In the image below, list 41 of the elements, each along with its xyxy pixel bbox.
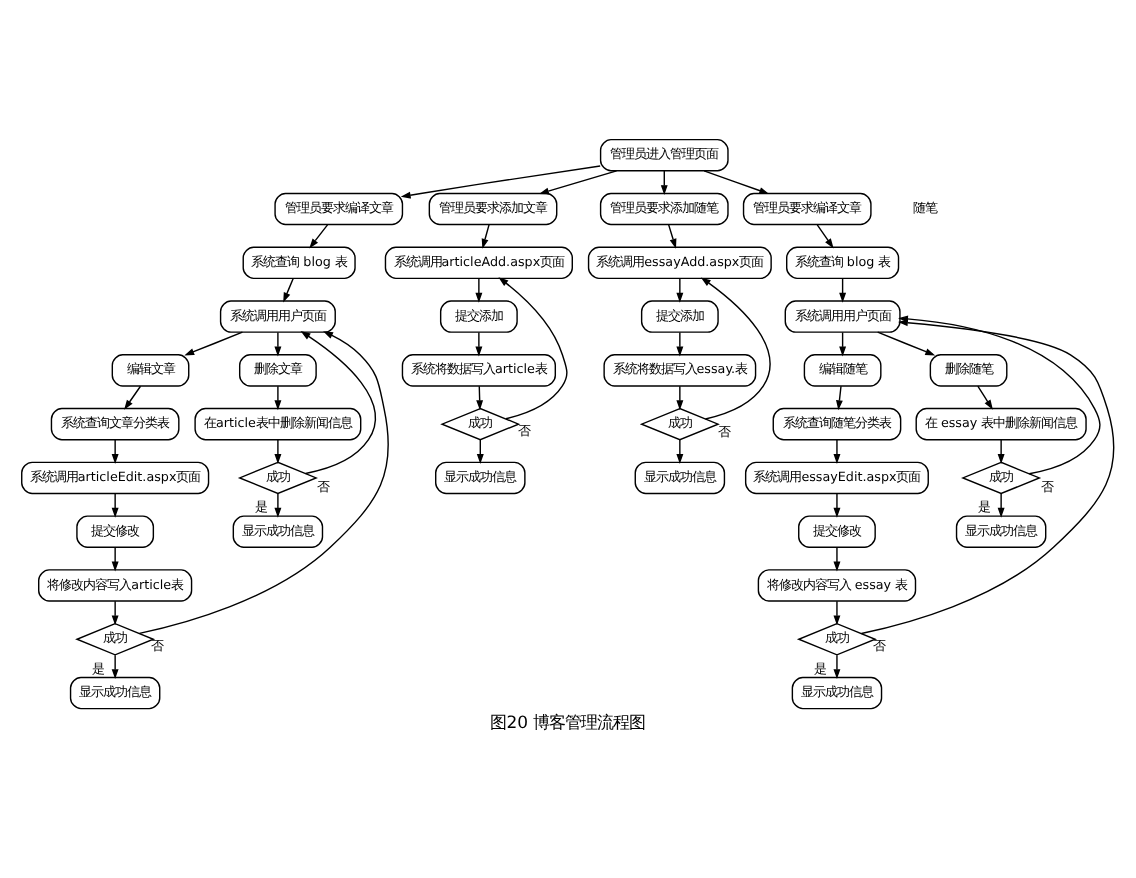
arrow [833,493,841,518]
arrow [836,385,843,411]
arrow [300,331,376,475]
arrow [676,331,684,357]
arrow [816,224,834,249]
arrow [111,493,119,518]
arrow [668,224,677,249]
arrow [475,331,483,357]
arrow [676,277,684,303]
arrow [111,546,119,572]
arrow [274,385,282,411]
arrow [274,493,282,518]
arrow [481,224,490,249]
arrow [274,331,282,357]
arrow [138,331,389,635]
arrow [833,546,841,572]
arrow [400,165,601,199]
arrow [997,493,1005,518]
arrow [124,385,142,410]
arrow [977,385,993,410]
caption: 图20 博客管理流程图 [490,713,646,734]
arrow [997,439,1005,464]
arrow [833,439,841,464]
arrow [283,277,294,303]
arrow [184,331,244,356]
arrow [309,224,329,249]
arrow [833,600,841,626]
arrow [111,439,119,464]
arrow [860,319,1115,635]
arrow [877,331,936,356]
arrow [700,277,771,420]
arrow [111,654,119,680]
arrow [111,600,119,626]
arrow [833,654,841,680]
arrow [703,170,770,195]
arrow [539,170,618,195]
arrow [676,439,684,464]
arrow [498,277,568,420]
arrow [676,385,684,411]
arrow [274,439,282,464]
arrow [475,277,483,303]
